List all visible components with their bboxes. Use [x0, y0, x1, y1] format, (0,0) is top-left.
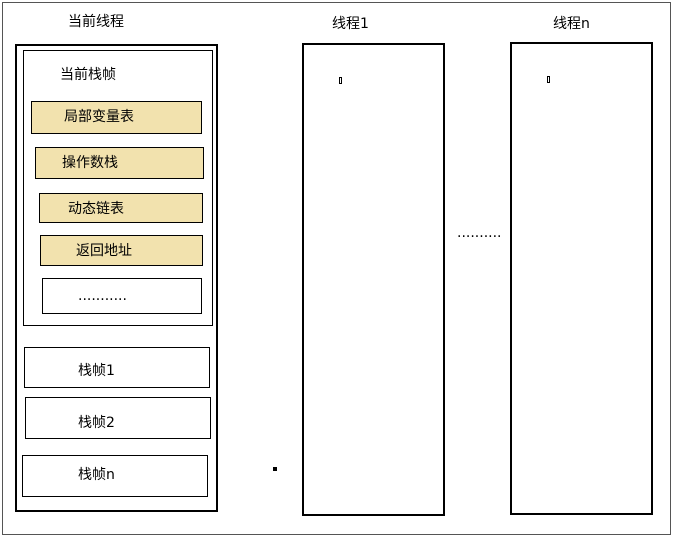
return-address-label: 返回地址 — [76, 243, 132, 259]
frame-n-box — [22, 455, 208, 497]
local-variable-table-box — [31, 101, 202, 134]
thread-1-box — [302, 43, 445, 516]
local-variable-table-label: 局部变量表 — [64, 109, 134, 125]
frame-1-label: 栈帧1 — [78, 363, 115, 379]
small-dot-marker — [273, 467, 277, 471]
thread-1-title: 线程1 — [332, 16, 369, 32]
thread-1-tiny-mark — [339, 77, 342, 84]
threads-ellipsis: .......... — [457, 225, 502, 241]
frame-n-label: 栈帧n — [78, 467, 115, 483]
operand-stack-label: 操作数栈 — [62, 155, 118, 171]
frame-2-label: 栈帧2 — [78, 415, 115, 431]
dynamic-link-box — [39, 193, 203, 223]
current-thread-title: 当前线程 — [68, 14, 124, 30]
more-items-ellipsis: ........... — [78, 288, 127, 304]
current-frame-title: 当前栈帧 — [60, 67, 116, 83]
more-items-box — [42, 278, 202, 314]
frame-1-box — [24, 347, 210, 388]
thread-n-title: 线程n — [553, 16, 590, 32]
dynamic-link-label: 动态链表 — [68, 201, 124, 217]
return-address-box — [40, 235, 203, 266]
thread-n-box — [510, 42, 653, 515]
frame-2-box — [25, 397, 211, 439]
operand-stack-box — [35, 147, 204, 179]
thread-n-tiny-mark — [547, 76, 550, 83]
